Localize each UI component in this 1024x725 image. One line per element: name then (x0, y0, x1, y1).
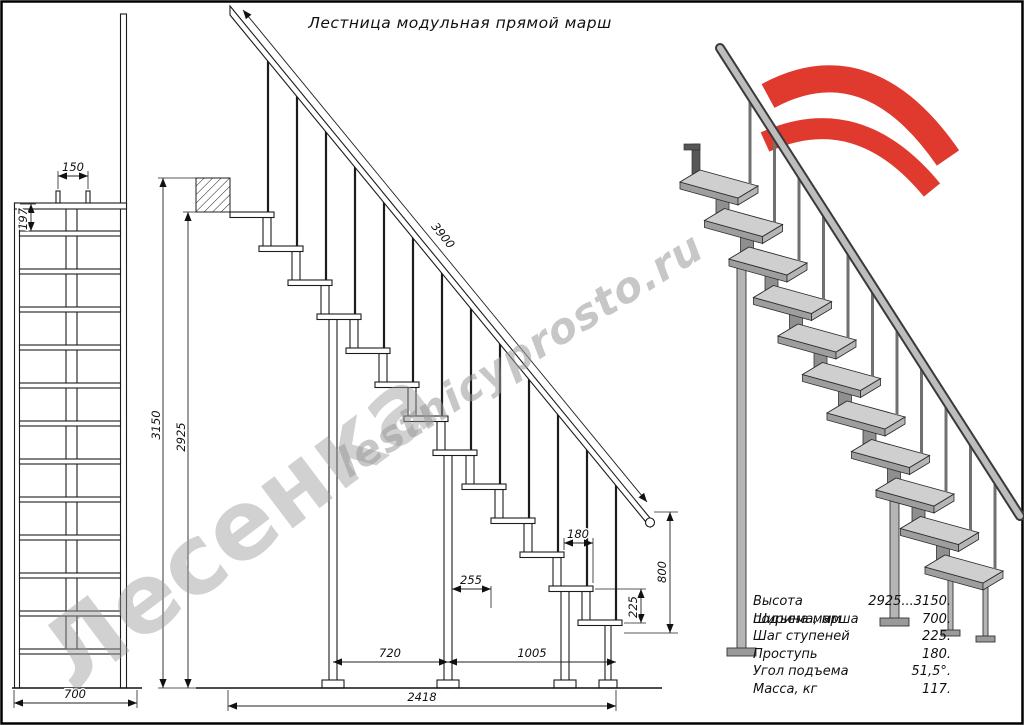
spec-label: Ширина марша (753, 611, 859, 627)
spec-label: Масса, кг (753, 681, 818, 697)
iso-steps (678, 94, 1005, 591)
dim-180: 180 (567, 527, 589, 541)
dim-700: 700 (64, 687, 86, 701)
spec-row: Проступь 180. (753, 646, 951, 664)
dim-255: 255 (460, 573, 482, 587)
dim-1005: 1005 (517, 646, 546, 660)
spec-row: Ширина марша 700. (753, 611, 951, 629)
spec-row: Масса, кг 117. (753, 681, 951, 699)
wall-hatch-block (195, 177, 231, 213)
dim-3150: 3150 (149, 410, 163, 439)
side-steps (229, 60, 623, 627)
spec-label: Угол подъема (753, 664, 849, 679)
dim-800: 800 (655, 561, 669, 583)
front-view (12, 13, 142, 689)
side-post-1-base (321, 679, 345, 689)
front-left-post (13, 202, 21, 689)
spec-value: 117. (922, 681, 951, 697)
iso-leg-2-base (975, 635, 996, 643)
side-view (195, 4, 662, 689)
iso-column-1 (736, 254, 747, 651)
drawing-title: Лестница модульная прямой марш (308, 14, 612, 32)
spec-table: Высота подъема, мм 2925...3150. Ширина м… (753, 593, 951, 698)
front-handrail (119, 13, 128, 689)
side-leg (604, 624, 612, 689)
side-post-2 (443, 451, 453, 689)
spec-value: 700. (922, 611, 951, 627)
wall-bracket-arm (683, 143, 701, 151)
iso-view (678, 43, 1024, 657)
side-leg-base (598, 679, 618, 689)
dim-197: 197 (16, 207, 30, 230)
front-module-spine (65, 207, 78, 653)
front-post-a (55, 190, 61, 204)
dim-2925: 2925 (174, 422, 188, 451)
side-post-3 (560, 587, 570, 689)
logo-swoosh-top (761, 65, 960, 166)
iso-column-1-base (726, 647, 757, 657)
side-handrail-cap (644, 517, 656, 528)
iso-leg-1-base (940, 629, 961, 637)
spec-value: 51,5°. (911, 664, 951, 679)
spec-row: Шаг ступеней 225. (753, 628, 951, 646)
dimensions: 150 197 700 3900 3150 2925 720 1005 2418… (13, 9, 678, 711)
spec-label: Шаг ступеней (753, 629, 850, 644)
logo-swoosh-bottom (760, 118, 941, 197)
front-top-platform (13, 202, 128, 210)
front-steps (18, 230, 122, 655)
spec-row: Угол подъема 51,5°. (753, 663, 951, 681)
dim-3900: 3900 (428, 220, 457, 252)
spec-row: Высота подъема, мм 2925...3150. (753, 593, 951, 627)
spec-value: 2925...3150. (868, 594, 951, 609)
iso-handrail (717, 45, 1023, 519)
iso-column-2-base (879, 617, 910, 627)
front-post-b (85, 190, 91, 204)
spec-label: Высота подъема, мм (753, 594, 842, 627)
dim-2418: 2418 (407, 690, 436, 704)
spec-value: 180. (922, 646, 951, 662)
side-post-3-base (553, 679, 577, 689)
spec-value: 225. (922, 629, 951, 644)
dim-720: 720 (379, 646, 401, 660)
iso-leg-2 (982, 582, 989, 641)
spec-label: Проступь (753, 646, 818, 662)
side-post-2-base (436, 679, 460, 689)
dim-225: 225 (626, 596, 640, 618)
side-post-1 (328, 315, 338, 689)
dim-150: 150 (62, 160, 84, 174)
